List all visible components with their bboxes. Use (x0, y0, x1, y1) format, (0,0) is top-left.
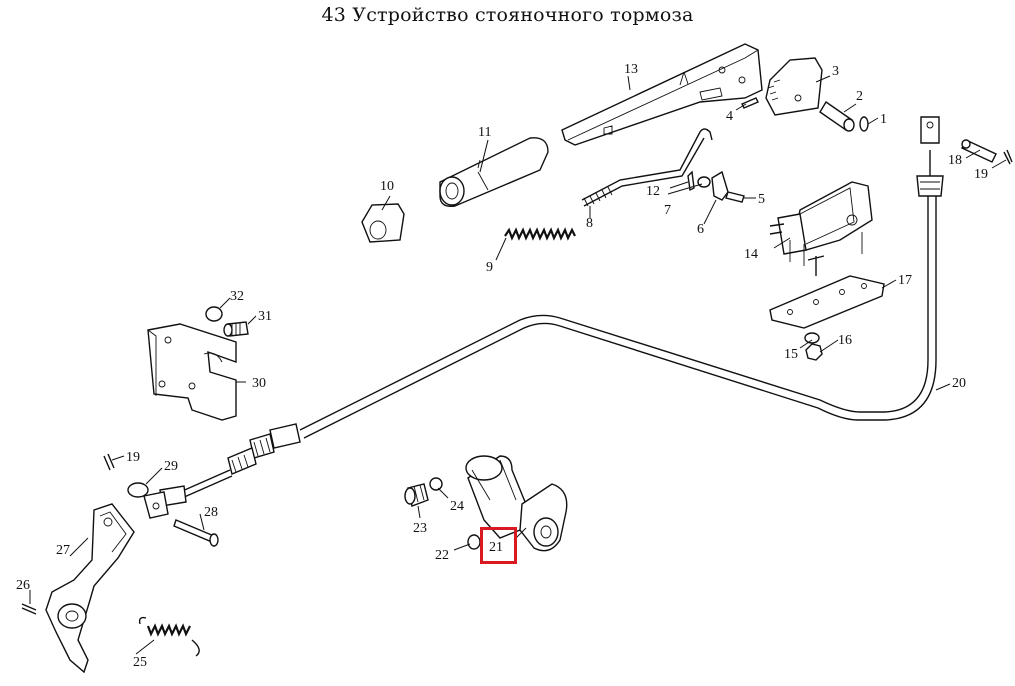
callout-7: 7 (664, 203, 671, 218)
spring-25 (138, 616, 200, 657)
callout-5: 5 (758, 192, 765, 207)
callout-28: 28 (204, 505, 218, 520)
block-10 (361, 203, 405, 243)
washer-24 (429, 477, 443, 491)
callout-18: 18 (948, 153, 962, 168)
highlight-box-part-21 (480, 527, 517, 564)
callout-17: 17 (898, 273, 912, 288)
cotter-19-left (103, 453, 115, 471)
callout-32: 32 (230, 289, 244, 304)
lever-27 (45, 503, 135, 674)
callout-29: 29 (164, 459, 178, 474)
callout-10: 10 (380, 179, 394, 194)
spring-9 (504, 227, 576, 241)
plate-17 (769, 255, 885, 329)
pin-28 (173, 519, 219, 547)
rod-8 (581, 128, 713, 207)
callout-20: 20 (952, 376, 966, 391)
bolt-4 (741, 97, 759, 109)
brake-cable (143, 116, 944, 519)
callout-13: 13 (624, 62, 638, 77)
callout-1: 1 (880, 112, 887, 127)
callout-19-left: 19 (126, 450, 140, 465)
handle-13 (561, 43, 763, 146)
callout-22: 22 (435, 548, 449, 563)
callout-3: 3 (832, 64, 839, 79)
cotter-19-right (1003, 149, 1013, 165)
callout-6: 6 (697, 222, 704, 237)
pin-2 (819, 100, 855, 132)
bolt-23 (404, 483, 429, 507)
callout-23: 23 (413, 521, 427, 536)
ring-29 (127, 482, 149, 498)
leader-lines (29, 75, 1007, 655)
callout-30: 30 (252, 376, 266, 391)
callout-numbers: 1 2 3 4 5 6 7 8 9 10 11 12 13 14 15 16 1… (16, 62, 988, 670)
callout-16: 16 (838, 333, 852, 348)
pin-5 (725, 191, 745, 203)
callout-9: 9 (486, 260, 493, 275)
cotter-12 (687, 170, 695, 192)
washer-32 (205, 306, 223, 322)
washer-15 (804, 332, 820, 344)
callout-24: 24 (450, 499, 464, 514)
callout-19-right: 19 (974, 167, 988, 182)
callout-27: 27 (56, 543, 70, 558)
callout-21: 21 (489, 540, 503, 555)
callout-14: 14 (744, 247, 758, 262)
callout-15: 15 (784, 347, 798, 362)
callout-2: 2 (856, 89, 863, 104)
callout-25: 25 (133, 655, 147, 670)
shaft-21 (465, 455, 568, 552)
callout-12: 12 (646, 184, 660, 199)
diagram-title: 43 Устройство стояночного тормоза (321, 4, 694, 26)
bracket-30 (147, 323, 237, 421)
washer-7 (697, 176, 711, 188)
ring-1 (859, 116, 869, 132)
ring-22 (467, 534, 481, 550)
bolt-31 (223, 321, 249, 337)
callout-31: 31 (258, 309, 272, 324)
callout-26: 26 (16, 578, 30, 593)
bracket-14 (769, 181, 873, 266)
lever-6 (711, 170, 729, 201)
sector-3 (765, 57, 823, 116)
grip-11 (439, 137, 549, 207)
cotter-26 (21, 603, 37, 615)
nut-16 (805, 343, 823, 361)
callout-4: 4 (726, 109, 733, 124)
callout-11: 11 (478, 125, 491, 140)
callout-8: 8 (586, 216, 593, 231)
